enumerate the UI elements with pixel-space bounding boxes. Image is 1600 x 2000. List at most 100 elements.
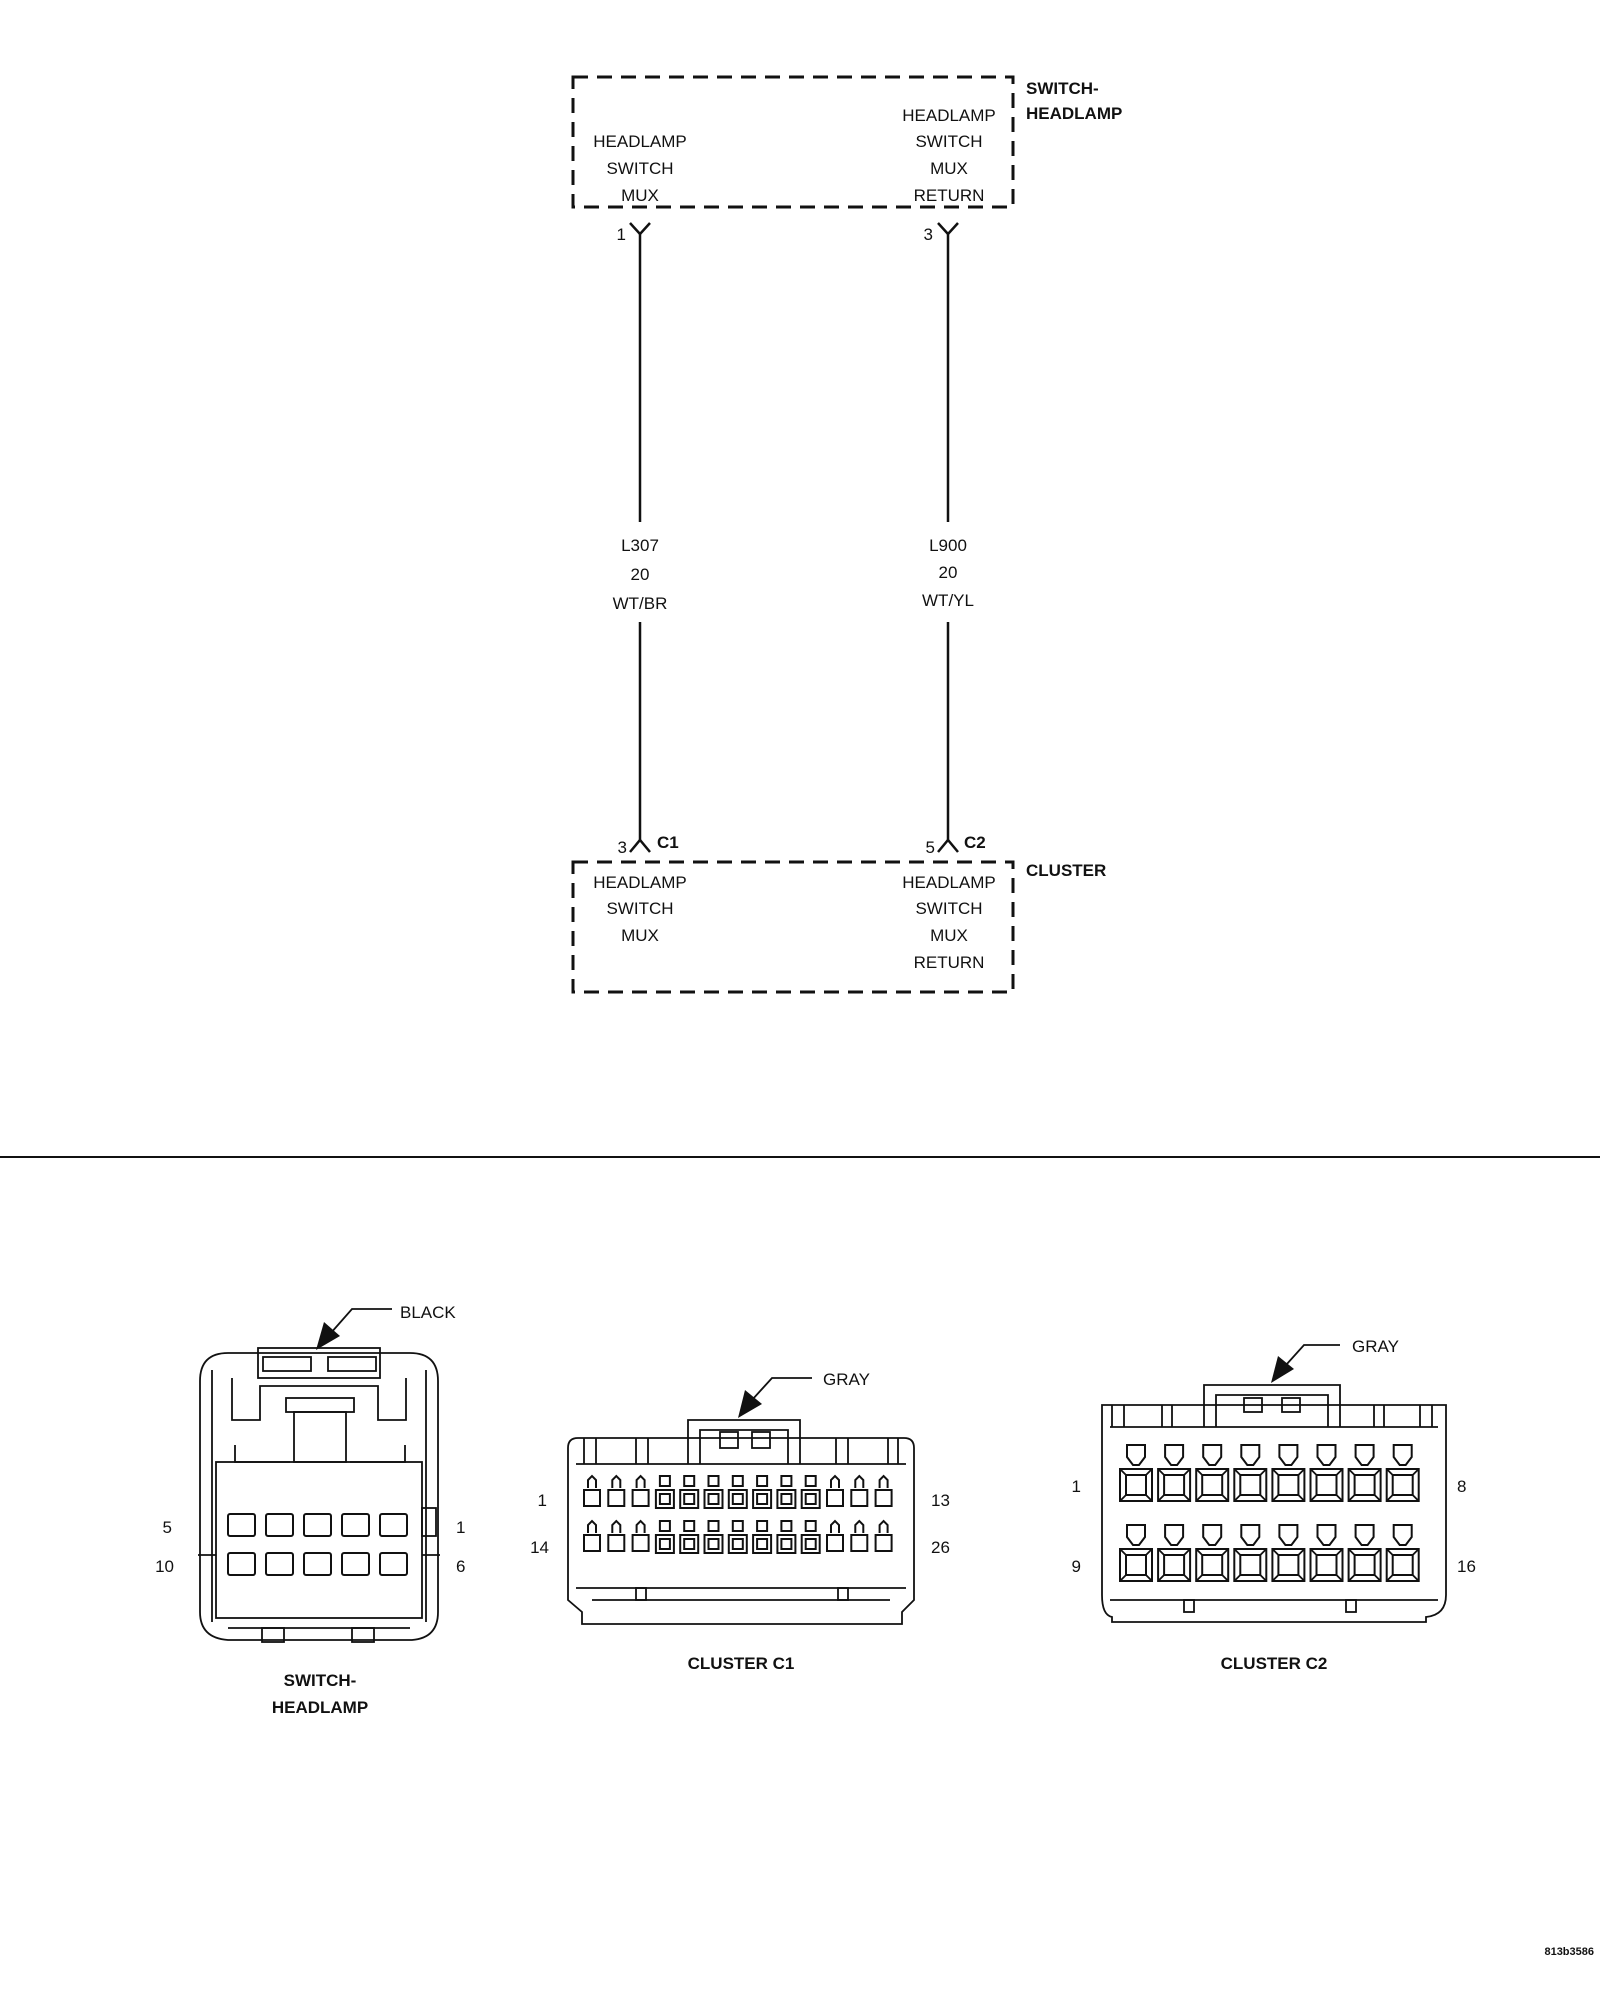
c1-cavity <box>826 1519 844 1552</box>
switch-cavity <box>265 1552 294 1576</box>
c1-connector-cavities <box>583 1474 893 1554</box>
c1-connector-name: CLUSTER C1 <box>688 1654 795 1673</box>
c1-cavity <box>583 1519 601 1552</box>
switch-connector-name-line1: SWITCH- <box>284 1671 357 1690</box>
c2-connector-color: GRAY <box>1352 1337 1399 1356</box>
c1-pin-13: 13 <box>931 1491 950 1510</box>
c1-cavity <box>874 1474 893 1507</box>
c1-cavity <box>679 1475 700 1509</box>
c1-cavity <box>631 1474 650 1507</box>
c2-cavity <box>1271 1444 1306 1502</box>
c2-cavity <box>1309 1444 1344 1502</box>
switch-connector-color: BLACK <box>400 1303 456 1322</box>
wire-l900-color: WT/YL <box>922 591 974 610</box>
cluster-pin5-label-3: MUX <box>930 926 968 945</box>
wire-l900-circuit: L900 <box>929 536 967 555</box>
c1-cavity <box>727 1475 748 1509</box>
c1-cavity <box>752 1475 773 1509</box>
switch-pin1-terminal <box>629 222 651 236</box>
c2-cavity <box>1157 1444 1192 1502</box>
switch-color-arrow <box>316 1322 340 1350</box>
figure-id: 813b3586 <box>1544 1946 1594 1958</box>
switch-cavity <box>303 1513 332 1537</box>
wire-l307-circuit: L307 <box>621 536 659 555</box>
c1-pin-14: 14 <box>530 1538 549 1557</box>
switch-connector-cavities <box>227 1513 408 1576</box>
c2-connector-name: CLUSTER C2 <box>1221 1654 1328 1673</box>
c1-cavity <box>607 1519 626 1552</box>
cluster-pin3-label-2: SWITCH <box>606 899 673 918</box>
cluster-pin3-terminal <box>629 838 651 853</box>
switch-cavity <box>303 1552 332 1576</box>
switch-headlamp-dashed-box <box>571 75 1015 209</box>
c1-cavity <box>850 1519 869 1552</box>
switch-name-line2: HEADLAMP <box>1026 104 1122 123</box>
cluster-pin3-label-1: HEADLAMP <box>593 873 687 892</box>
c2-cavity <box>1119 1524 1153 1582</box>
cluster-connector-c2: C2 <box>964 833 986 852</box>
c1-cavity <box>703 1520 724 1554</box>
c2-connector-cavities <box>1119 1444 1420 1582</box>
c2-cavity <box>1385 1524 1420 1582</box>
switch-cavity <box>379 1552 408 1576</box>
c2-cavity <box>1195 1524 1230 1582</box>
c1-cavity <box>727 1520 748 1554</box>
cluster-pin5-label-2: SWITCH <box>915 899 982 918</box>
switch-connector-name-line2: HEADLAMP <box>272 1698 368 1717</box>
c1-cavity <box>800 1475 821 1509</box>
switch-pin1-number: 1 <box>617 225 626 244</box>
c2-pin-16: 16 <box>1457 1557 1476 1576</box>
switch-pin-1: 1 <box>456 1518 465 1537</box>
c1-cavity <box>583 1474 601 1507</box>
cluster-dashed-box <box>571 860 1015 994</box>
connector-view-switch-headlamp: BLACK 5 1 10 6 SWITCH- HEADLAMP <box>155 1303 465 1717</box>
c1-cavity <box>703 1475 724 1509</box>
c2-cavity <box>1119 1444 1153 1502</box>
cluster-name: CLUSTER <box>1026 861 1106 880</box>
c2-pin-9: 9 <box>1072 1557 1081 1576</box>
c1-cavity <box>752 1520 773 1554</box>
switch-pin3-label-2: SWITCH <box>915 132 982 151</box>
switch-cavity <box>341 1552 370 1576</box>
wire-l900-gauge: 20 <box>939 563 958 582</box>
c1-pin-26: 26 <box>931 1538 950 1557</box>
switch-pin3-number: 3 <box>924 225 933 244</box>
switch-color-leader <box>329 1308 392 1335</box>
c2-cavity <box>1271 1524 1306 1582</box>
cluster-pin5-label-4: RETURN <box>914 953 985 972</box>
c2-cavity <box>1347 1524 1382 1582</box>
switch-pin-10: 10 <box>155 1557 174 1576</box>
c1-cavity <box>607 1474 626 1507</box>
c1-pin-1: 1 <box>538 1491 547 1510</box>
c1-cavity <box>800 1520 821 1554</box>
c2-cavity <box>1157 1524 1192 1582</box>
wire-l307: L307 20 WT/BR <box>613 234 667 840</box>
cluster-pin5-label-1: HEADLAMP <box>902 873 996 892</box>
switch-connector-body <box>199 1352 439 1641</box>
c2-cavity <box>1233 1524 1268 1582</box>
c1-cavity <box>654 1520 675 1554</box>
switch-pin3-label-4: RETURN <box>914 186 985 205</box>
c2-cavity <box>1233 1444 1268 1502</box>
cluster-pin5-terminal <box>937 838 959 853</box>
switch-pin1-label-2: SWITCH <box>606 159 673 178</box>
c1-cavity <box>850 1474 869 1507</box>
switch-cavity <box>341 1513 370 1537</box>
cluster-component: 3 C1 5 C2 CLUSTER HEADLAMP SWITCH MUX HE… <box>571 833 1106 994</box>
c1-connector-body <box>567 1437 915 1625</box>
switch-pin1-label-3: MUX <box>621 186 659 205</box>
wire-l307-gauge: 20 <box>631 565 650 584</box>
c2-pin-1: 1 <box>1072 1477 1081 1496</box>
switch-name-line1: SWITCH- <box>1026 79 1099 98</box>
switch-pin-5: 5 <box>163 1518 172 1537</box>
cluster-pin3-number: 3 <box>618 838 627 857</box>
cluster-connector-c1: C1 <box>657 833 679 852</box>
cluster-pin5-number: 5 <box>926 838 935 857</box>
switch-pin3-label-3: MUX <box>930 159 968 178</box>
c1-cavity <box>631 1519 650 1552</box>
c1-cavity <box>874 1519 893 1552</box>
c1-cavity <box>826 1474 844 1507</box>
switch-pin1-label-1: HEADLAMP <box>593 132 687 151</box>
c2-color-leader <box>1285 1344 1340 1366</box>
